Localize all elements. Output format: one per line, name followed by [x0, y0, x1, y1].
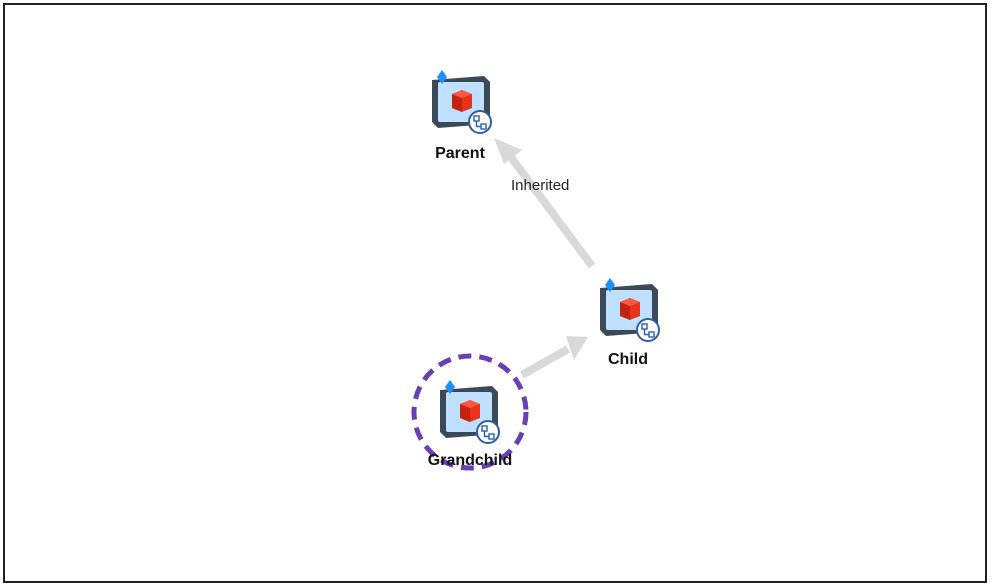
model-package-icon[interactable]	[599, 277, 660, 342]
edge-grandchild-to-child[interactable]	[520, 336, 588, 379]
arrowhead-icon	[566, 336, 588, 360]
selection-ring	[411, 353, 529, 471]
arrowhead-icon	[494, 138, 522, 164]
model-package-icon[interactable]	[439, 379, 500, 444]
node-label-grandchild[interactable]: Grandchild	[427, 452, 513, 469]
edge-label-inherited: Inherited	[511, 177, 570, 194]
diagram-canvas	[411, 69, 660, 471]
node-label-child[interactable]: Child	[608, 351, 648, 368]
node-label-parent[interactable]: Parent	[435, 145, 485, 162]
model-package-icon[interactable]	[431, 69, 492, 134]
edge-child-to-parent[interactable]	[494, 138, 596, 269]
diagram-frame	[3, 3, 987, 583]
